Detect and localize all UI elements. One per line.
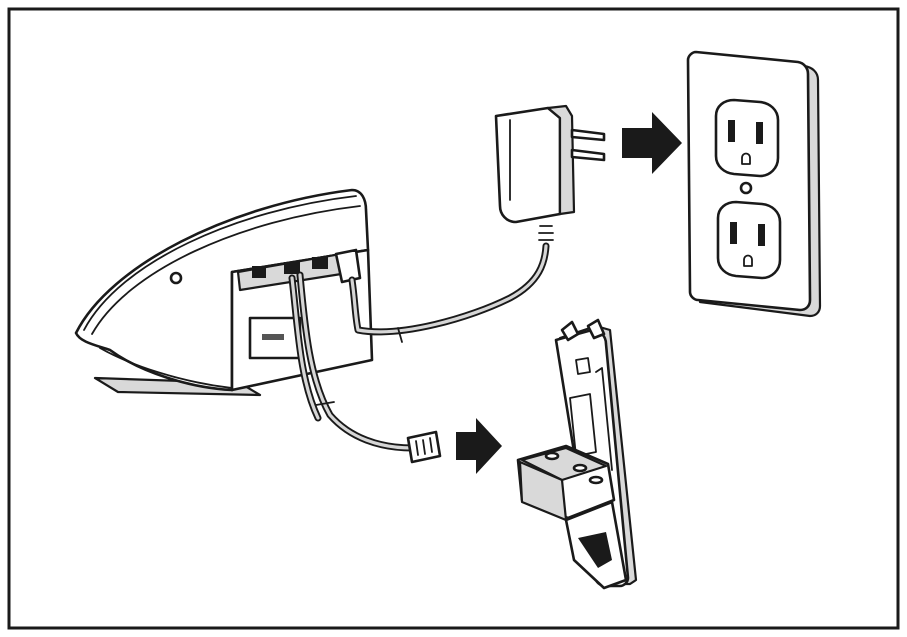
- wall-outlet: [686, 50, 822, 318]
- base-rim: [83, 195, 357, 331]
- phone-jack-2: [284, 262, 300, 274]
- receptacle-top-slot-left: [728, 120, 735, 142]
- adapter-body: [494, 106, 562, 224]
- adapter-prong-top: [570, 128, 606, 142]
- power-adapter: [494, 104, 606, 224]
- wall-mount-bracket: [516, 318, 638, 590]
- outlet-screw: [739, 181, 753, 195]
- bracket-stud-2: [572, 463, 588, 473]
- bracket-hook-right: [586, 318, 606, 340]
- receptacle-top-ground: [741, 152, 751, 165]
- telephone-line-cord: [288, 271, 442, 464]
- receptacle-bottom-ground: [743, 254, 753, 267]
- adapter-prong-bottom: [570, 148, 606, 162]
- arrow-to-bracket-icon: [456, 418, 502, 474]
- phone-line-jack: [252, 266, 266, 278]
- bracket-stud-3: [588, 475, 604, 485]
- receptacle-top-slot-right: [756, 122, 763, 144]
- power-cord: [348, 225, 554, 343]
- power-jack: [312, 257, 328, 269]
- base-side-button: [169, 271, 183, 285]
- base-body: [74, 188, 370, 392]
- receptacle-bottom: [716, 200, 782, 280]
- bracket-cutout: [578, 532, 612, 568]
- adapter-side: [546, 104, 576, 216]
- arrow-to-outlet-icon: [622, 112, 682, 174]
- receptacle-top: [714, 98, 780, 178]
- bracket-hook-left: [560, 320, 580, 342]
- bracket-slot: [569, 393, 597, 457]
- bracket-stud-1: [544, 451, 560, 461]
- receptacle-bottom-slot-right: [758, 224, 765, 246]
- power-plug: [334, 248, 362, 284]
- receptacle-bottom-slot-left: [730, 222, 737, 244]
